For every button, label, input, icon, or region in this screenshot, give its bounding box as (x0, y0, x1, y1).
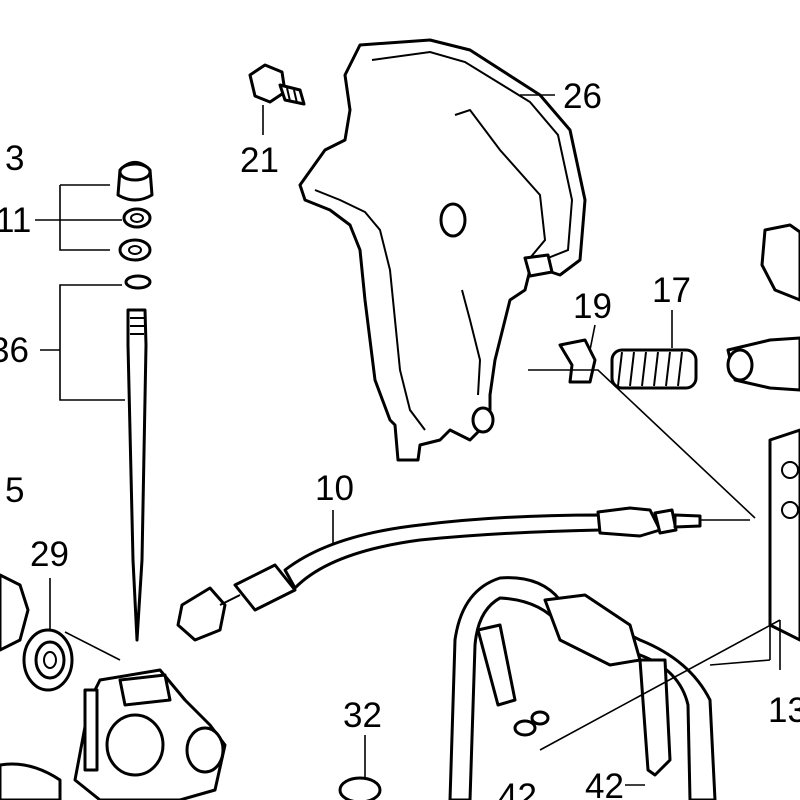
part-17-spring (610, 348, 698, 390)
callout-17: 17 (652, 271, 691, 310)
part-36-needle (126, 308, 148, 642)
callout-10: 10 (315, 469, 354, 508)
callout-19: 19 (573, 287, 612, 326)
callout-3: 3 (5, 139, 24, 178)
part-29-washer (22, 628, 74, 692)
callout-13: 13 (768, 691, 800, 730)
part-21-bolt (248, 63, 306, 106)
leader-lines (35, 94, 781, 786)
callout-42-right: 42 (585, 767, 624, 800)
callout-21: 21 (240, 141, 279, 180)
part-19-clip (558, 338, 597, 384)
callout-42-left: 42 (498, 777, 537, 800)
callout-11: 11 (0, 201, 31, 240)
part-10-cable (176, 506, 702, 642)
callout-36: 36 (0, 331, 29, 370)
callout-29: 29 (30, 535, 69, 574)
part-32 (338, 776, 382, 800)
part-tube (448, 576, 717, 800)
callout-32: 32 (343, 696, 382, 735)
part-11-stack (116, 161, 154, 290)
callout-5: 5 (5, 471, 24, 510)
callout-26: 26 (563, 77, 602, 116)
part-right-edge (726, 223, 800, 642)
part-26-cover (298, 38, 587, 462)
callout-labels: 3 11 36 5 29 21 26 19 17 10 32 42 42 13 (0, 77, 800, 800)
part-left-edge (0, 573, 227, 800)
